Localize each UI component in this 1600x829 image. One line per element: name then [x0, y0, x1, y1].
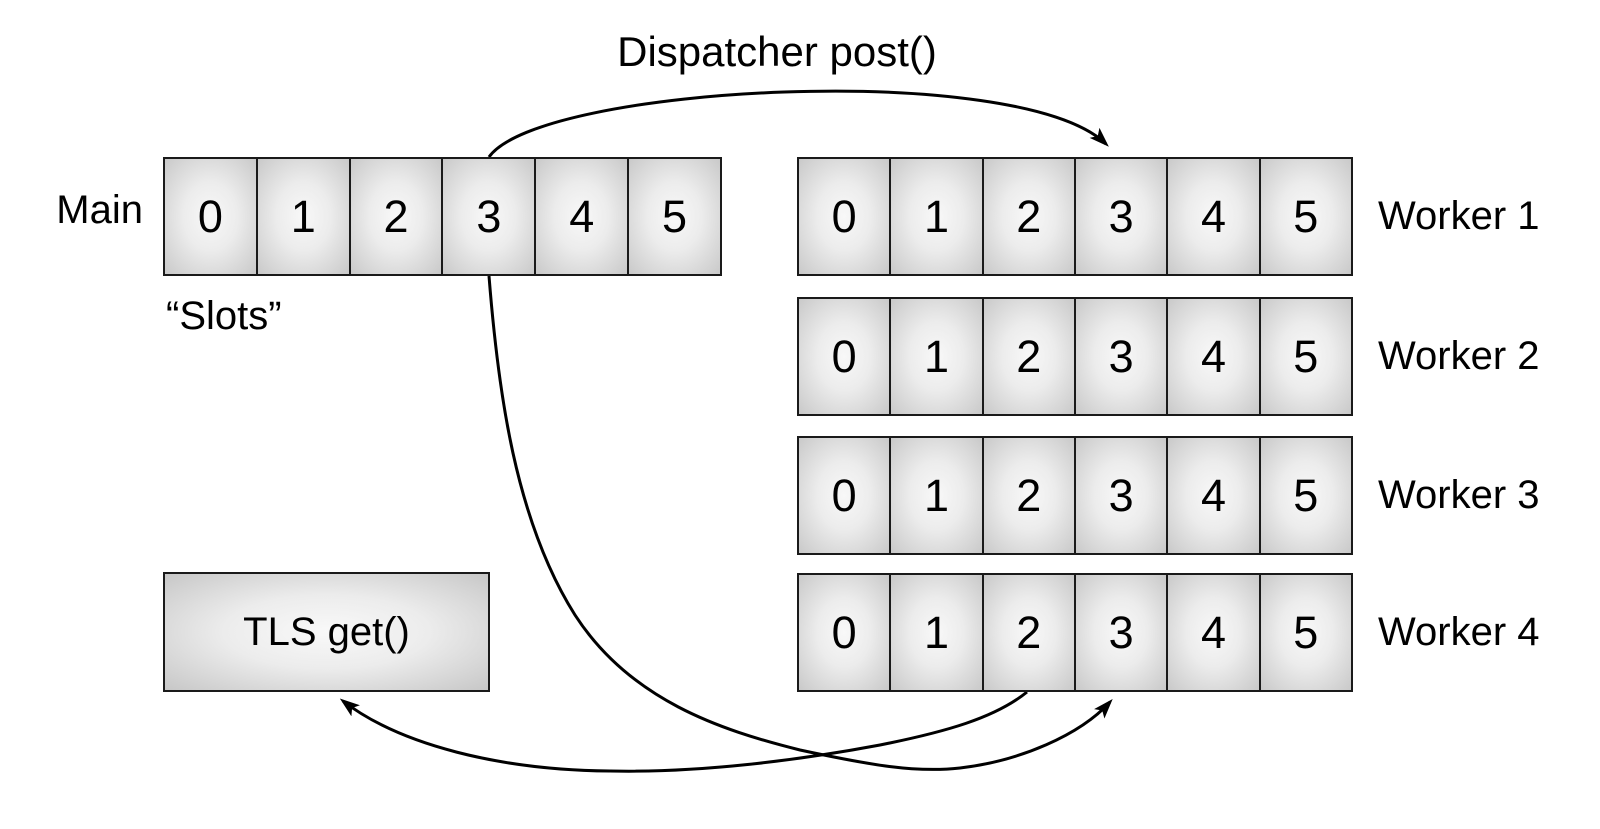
- main-cell-3: 3: [441, 159, 535, 274]
- worker4-slots-row: 0 1 2 3 4 5: [797, 573, 1353, 692]
- worker3-cell-1: 1: [889, 438, 982, 553]
- dispatcher-post-label: Dispatcher post(): [617, 28, 937, 75]
- worker3-slots-row: 0 1 2 3 4 5: [797, 436, 1353, 555]
- worker1-cell-4: 4: [1166, 159, 1259, 274]
- worker4-cell-2: 2: [981, 575, 1074, 690]
- main-cell-1: 1: [255, 159, 349, 274]
- main-label: Main: [56, 188, 143, 232]
- worker3-cell-5: 5: [1258, 438, 1351, 553]
- worker1-cell-3: 3: [1073, 159, 1167, 274]
- main-cell-0: 0: [165, 159, 256, 274]
- worker4-to-tls-arrow: [339, 690, 1028, 773]
- worker1-label: Worker 1: [1378, 194, 1540, 238]
- worker1-cell-0: 0: [799, 159, 890, 274]
- main-cell-5: 5: [627, 159, 720, 274]
- worker1-slots-row: 0 1 2 3 4 5: [797, 157, 1353, 276]
- worker1-cell-1: 1: [889, 159, 982, 274]
- worker4-cell-0: 0: [799, 575, 890, 690]
- main-cell-2: 2: [348, 159, 442, 274]
- worker2-cell-4: 4: [1166, 299, 1259, 414]
- worker3-label: Worker 3: [1378, 473, 1540, 517]
- worker2-cell-0: 0: [799, 299, 890, 414]
- worker2-label: Worker 2: [1378, 334, 1540, 378]
- main-slots-row: 0 1 2 3 4 5: [163, 157, 722, 276]
- slots-caption: “Slots”: [166, 294, 282, 338]
- tls-get-box: TLS get(): [163, 572, 490, 692]
- worker2-cell-1: 1: [889, 299, 982, 414]
- main-cell-4: 4: [534, 159, 628, 274]
- worker4-cell-4: 4: [1166, 575, 1259, 690]
- worker2-slots-row: 0 1 2 3 4 5: [797, 297, 1353, 416]
- tls-get-label: TLS get(): [243, 609, 410, 654]
- dispatcher-post-arrow: [487, 89, 1109, 158]
- worker3-cell-0: 0: [799, 438, 890, 553]
- worker4-cell-3: 3: [1073, 575, 1167, 690]
- worker2-cell-2: 2: [981, 299, 1074, 414]
- worker1-cell-5: 5: [1258, 159, 1351, 274]
- worker4-label: Worker 4: [1378, 610, 1540, 654]
- worker2-cell-3: 3: [1073, 299, 1167, 414]
- worker3-cell-2: 2: [981, 438, 1074, 553]
- worker1-cell-2: 2: [981, 159, 1074, 274]
- worker2-cell-5: 5: [1258, 299, 1351, 414]
- worker3-cell-3: 3: [1073, 438, 1167, 553]
- worker3-cell-4: 4: [1166, 438, 1259, 553]
- worker4-cell-1: 1: [889, 575, 982, 690]
- worker4-cell-5: 5: [1258, 575, 1351, 690]
